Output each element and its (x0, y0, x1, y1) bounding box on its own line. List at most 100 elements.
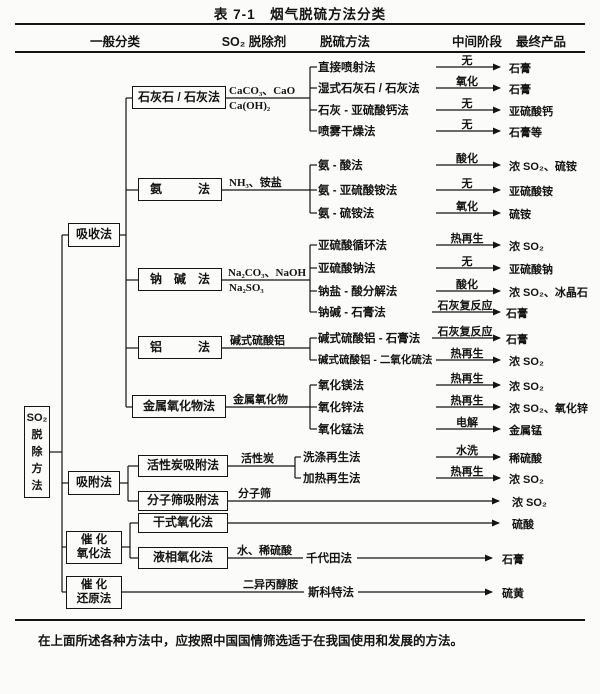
product-label: 亚硫酸铵 (509, 186, 553, 198)
node-limestone-lime: 石灰石 / 石灰法 (132, 86, 226, 109)
node-sodium-alkali: 钠 碱 法 (138, 268, 222, 291)
stage-label: 氧化 (456, 201, 478, 213)
column-header-reagent: SO₂ 脱除剂 (221, 35, 287, 49)
node-adsorption: 吸附法 (68, 471, 120, 495)
method-label: 碱式硫酸铝 - 石膏法 (318, 333, 421, 345)
stage-label: 酸化 (456, 279, 478, 291)
node-dry-oxidation: 干式氧化法 (138, 513, 228, 533)
stage-label: 酸化 (456, 153, 478, 165)
node-aluminum: 铝 法 (138, 336, 222, 359)
product-label: 石膏 (506, 308, 528, 320)
method-label: 亚硫酸钠法 (318, 263, 376, 275)
node-catalytic-oxidation: 催 化 氧化法 (66, 531, 122, 564)
caption-note: 在上面所述各种方法中，应按照中国国情筛选适于在我国使用和发展的方法。 (38, 634, 464, 648)
method-scott: 斯科特法 (308, 587, 354, 599)
node-liquid-oxidation: 液相氧化法 (138, 547, 228, 569)
node-line: 氧化法 (76, 547, 112, 560)
method-label: 加热再生法 (303, 473, 361, 485)
node-line: 催 化 (80, 579, 108, 592)
reagent-limestone-top: CaCO₃、CaO (229, 85, 296, 97)
root-node-so2-removal-methods: SO₂ 脱 除 方 法 (24, 406, 50, 498)
node-molecular-sieve-adsorption: 分子筛吸附法 (138, 491, 228, 511)
product-label: 石膏 (506, 334, 528, 346)
node-catalytic-reduction: 催 化 还原法 (66, 576, 122, 609)
product-label: 浓 SO₂ (509, 474, 544, 486)
root-line: 除 (31, 445, 43, 458)
node-activated-carbon-adsorption: 活性炭吸附法 (138, 455, 228, 477)
reagent-catred: 二异丙醇胺 (243, 579, 298, 591)
product-label: 石膏 (509, 84, 531, 96)
product-label: 亚硫酸钙 (509, 106, 553, 118)
product-label: 浓 SO₂ (509, 381, 544, 393)
column-header-product: 最终产品 (515, 35, 566, 49)
header-rule (15, 51, 585, 53)
method-label: 钠碱 - 石膏法 (318, 307, 386, 319)
product-label: 浓 SO₂、硫铵 (509, 161, 577, 173)
product-label: 浓 SO₂ (512, 497, 547, 509)
method-label: 氧化锌法 (318, 402, 364, 414)
reagent-carbon: 活性炭 (241, 453, 274, 465)
method-label: 钠盐 - 酸分解法 (318, 286, 398, 298)
product-label: 浓 SO₂、冰晶石 (509, 287, 588, 299)
stage-label: 氧化 (456, 76, 478, 88)
stage-label: 石灰复反应 (437, 326, 493, 338)
root-line: 脱 (31, 428, 43, 441)
product-label: 浓 SO₂ (509, 356, 544, 368)
column-header-method: 脱硫方法 (319, 35, 370, 49)
product-label: 硫黄 (502, 588, 524, 600)
column-header-general: 一般分类 (89, 35, 140, 49)
stage-label: 热再生 (450, 466, 484, 478)
method-label: 直接喷射法 (318, 62, 376, 74)
product-label: 浓 SO₂、氧化锌 (509, 403, 588, 415)
method-chiyoda: 千代田法 (306, 553, 352, 565)
reagent-liquid: 水、稀硫酸 (237, 545, 292, 557)
stage-label: 热再生 (450, 373, 484, 385)
node-metal-oxide: 金属氧化物法 (132, 395, 226, 418)
node-line: 催 化 (80, 534, 108, 547)
product-label: 硫铵 (509, 209, 531, 221)
method-label: 氧化锰法 (318, 424, 364, 436)
product-label: 硫酸 (512, 519, 534, 531)
product-label: 浓 SO₂ (509, 241, 544, 253)
reagent-sieve: 分子筛 (238, 488, 271, 500)
method-label: 石灰 - 亚硫酸钙法 (318, 105, 409, 117)
reagent-limestone-bottom: Ca(OH)₂ (229, 100, 271, 112)
method-label: 喷雾干燥法 (318, 126, 376, 138)
stage-label: 无 (461, 178, 473, 190)
top-rule (15, 23, 585, 25)
method-label: 氨 - 酸法 (318, 160, 363, 172)
reagent-aluminum: 碱式硫酸铝 (230, 335, 285, 347)
stage-label: 水洗 (456, 445, 478, 457)
stage-label: 电解 (456, 417, 478, 429)
method-label: 洗涤再生法 (303, 452, 361, 464)
stage-label: 热再生 (450, 348, 484, 360)
method-label: 氨 - 硫铵法 (318, 208, 375, 220)
product-label: 石膏等 (509, 127, 542, 139)
stage-label: 无 (461, 119, 473, 131)
root-line: 法 (31, 479, 43, 492)
node-ammonia: 氨 法 (138, 178, 222, 201)
product-label: 石膏 (502, 554, 524, 566)
method-label: 氨 - 亚硫酸铵法 (318, 185, 398, 197)
stage-label: 石灰复反应 (437, 300, 493, 312)
stage-label: 无 (461, 256, 473, 268)
root-line: 方 (31, 462, 43, 475)
table-title: 表 7-1 烟气脱硫方法分类 (213, 7, 387, 22)
stage-label: 热再生 (450, 395, 484, 407)
method-label: 亚硫酸循环法 (318, 240, 387, 252)
stage-label: 热再生 (450, 233, 484, 245)
product-label: 亚硫酸钠 (509, 264, 553, 276)
node-absorption: 吸收法 (68, 223, 120, 247)
reagent-metal-oxide: 金属氧化物 (233, 394, 288, 406)
method-label: 湿式石灰石 / 石灰法 (318, 83, 420, 95)
reagent-sodium-bottom: Na₂SO₃ (229, 282, 264, 294)
product-label: 金属锰 (509, 425, 542, 437)
node-line: 还原法 (76, 592, 112, 605)
stage-label: 无 (461, 55, 473, 67)
reagent-sodium-top: Na₂CO₃、NaOH (228, 267, 307, 279)
reagent-ammonia: NH₃、铵盐 (229, 177, 282, 189)
bottom-rule (15, 619, 585, 621)
column-header-intermediate: 中间阶段 (451, 35, 502, 49)
product-label: 石膏 (509, 63, 531, 75)
